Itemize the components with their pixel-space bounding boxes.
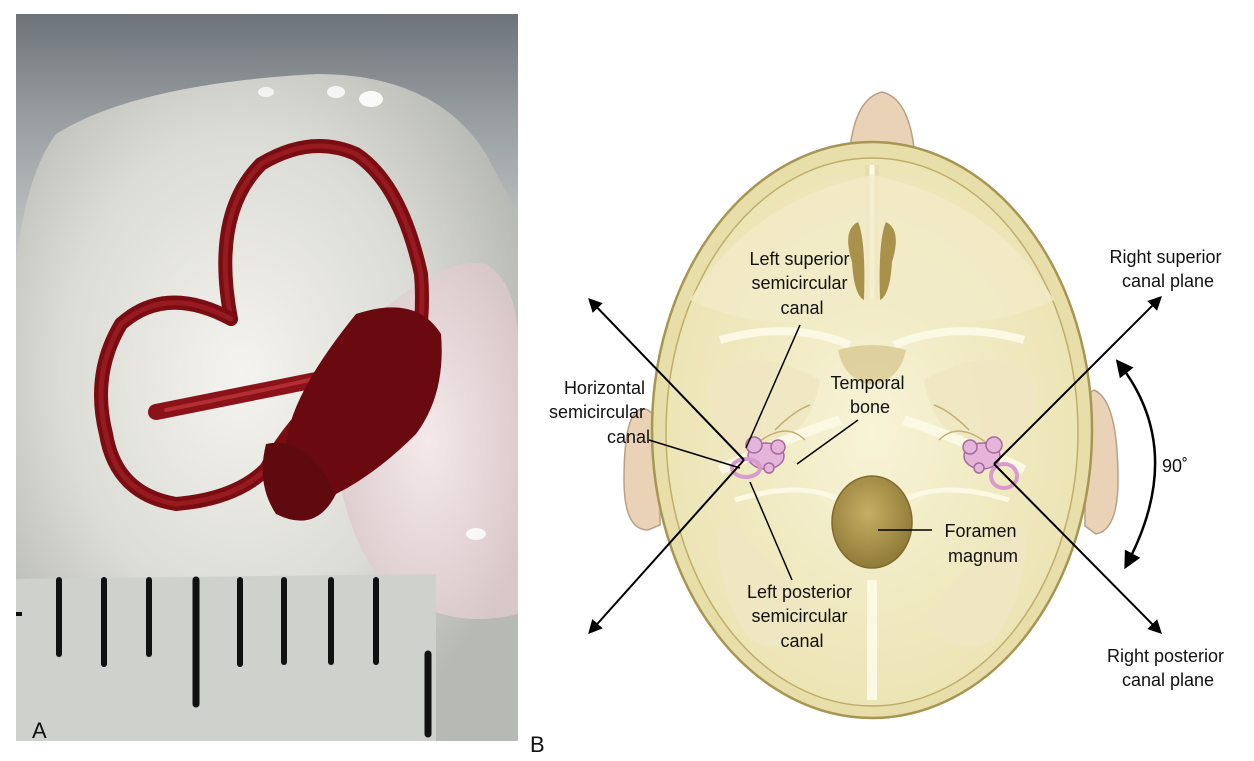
nose (849, 91, 915, 149)
label-foramen-magnum: Foramen magnum (944, 521, 1021, 566)
skull-diagram: Left superior semicircular canal Horizon… (530, 91, 1229, 757)
panel-a-photo: A (16, 14, 518, 741)
label-temporal-bone: Temporal bone (830, 373, 909, 417)
label-angle: 90˚ (1162, 456, 1188, 476)
left-posterior-plane-arrow (588, 459, 745, 635)
panel-b-letter: B (530, 732, 545, 757)
label-right-superior-plane: Right superior canal plane (1109, 247, 1226, 291)
right-superior-plane-arrow (993, 296, 1162, 465)
label-left-posterior: Left posterior semicircular canal (747, 582, 857, 651)
label-left-superior: Left superior semicircular canal (749, 249, 854, 318)
panel-b-diagram: Left superior semicircular canal Horizon… (520, 0, 1254, 761)
label-horizontal: Horizontal semicircular canal (549, 378, 650, 447)
canal-cast-photo: A (16, 14, 518, 741)
left-superior-plane-arrow (588, 297, 745, 461)
panel-a-letter: A (32, 718, 47, 741)
foramen-magnum (831, 475, 913, 569)
right-posterior-plane-arrow (993, 463, 1162, 634)
right-labyrinth (962, 436, 1019, 490)
left-labyrinth (730, 436, 786, 479)
label-right-posterior-plane: Right posterior canal plane (1107, 646, 1229, 690)
angle-arc (1115, 359, 1157, 570)
